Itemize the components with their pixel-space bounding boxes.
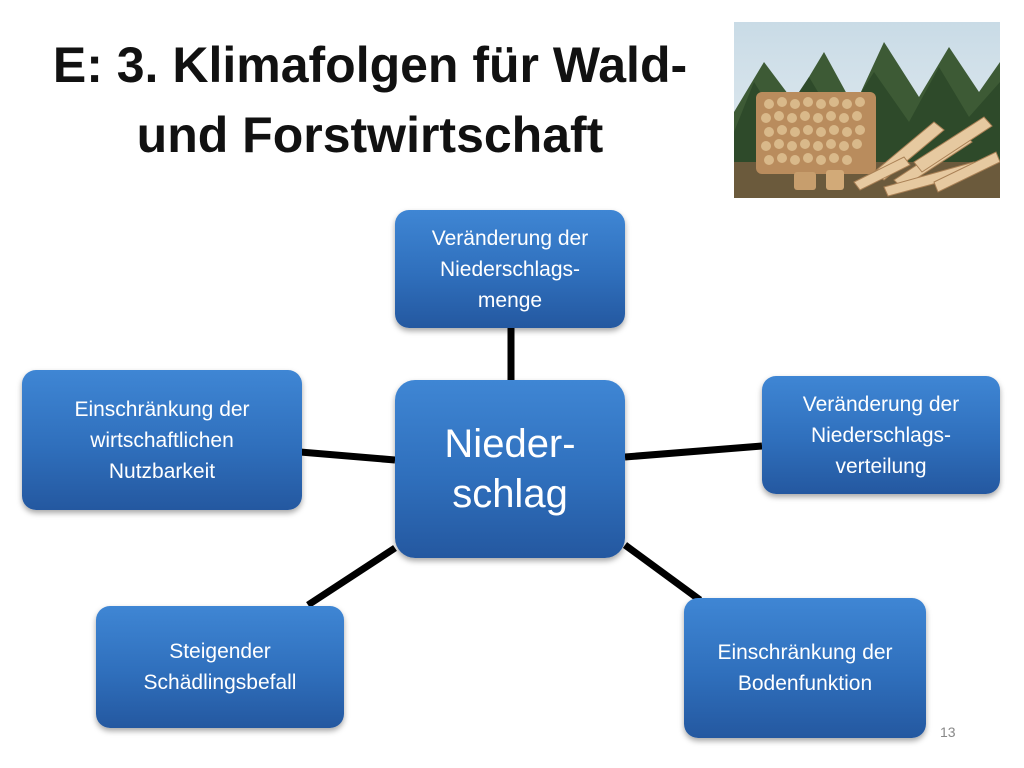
center-node-niederschlag: Nieder- schlag: [395, 380, 625, 558]
node-line: Steigender: [169, 640, 271, 663]
title-line-2: und Forstwirtschaft: [136, 107, 604, 163]
connector-left: [299, 448, 396, 464]
node-line: wirtschaftlichen: [90, 428, 234, 452]
node-schaedlingsbefall: Steigender Schädlingsbefall: [96, 606, 344, 728]
page-number: 13: [940, 724, 956, 740]
node-line: Veränderung der: [802, 392, 960, 416]
connector-bottom-left: [306, 545, 397, 608]
slide-title: E: 3. Klimafolgen für Wald- und Forstwir…: [0, 30, 740, 170]
connector-right: [624, 442, 763, 461]
connector-bottom-right: [622, 542, 703, 603]
node-line: Bodenfunktion: [737, 672, 873, 695]
node-nutzbarkeit: Einschränkung der wirtschaftlichen Nutzb…: [22, 370, 302, 510]
firewood-stack-icon: [734, 22, 1000, 198]
node-line: Veränderung der: [431, 226, 589, 250]
node-line: Nutzbarkeit: [108, 459, 216, 483]
node-line: Niederschlags-: [439, 257, 581, 281]
center-line-1: Nieder-: [444, 422, 576, 466]
node-line: verteilung: [835, 454, 927, 478]
title-line-1: E: 3. Klimafolgen für Wald-: [52, 37, 688, 93]
node-bodenfunktion: Einschränkung der Bodenfunktion: [684, 598, 926, 738]
node-line: Einschränkung der: [74, 397, 250, 421]
node-niederschlagsverteilung: Veränderung der Niederschlags- verteilun…: [762, 376, 1000, 494]
node-line: Niederschlags-: [810, 423, 952, 447]
center-line-2: schlag: [452, 472, 568, 516]
node-line: menge: [477, 288, 543, 312]
node-line: Schädlingsbefall: [143, 671, 297, 694]
node-line: Einschränkung der: [717, 641, 893, 664]
node-niederschlagsmenge: Veränderung der Niederschlags- menge: [395, 210, 625, 328]
